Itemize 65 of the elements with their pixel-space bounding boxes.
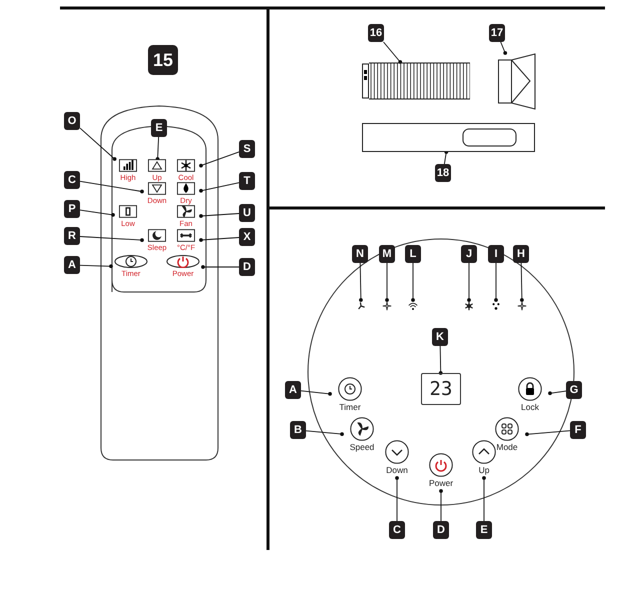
leader-line <box>80 210 115 217</box>
callout-letter: H <box>513 245 529 263</box>
leader-line <box>201 265 240 269</box>
callout-letter: T <box>239 172 255 190</box>
callout-number: 18 <box>435 164 451 182</box>
leader-line <box>467 262 471 302</box>
leader-line <box>156 136 160 161</box>
leader-line <box>80 264 113 268</box>
leader-line <box>199 237 240 242</box>
leader-line <box>525 430 570 436</box>
leader-line <box>439 489 443 522</box>
callout-letter: C <box>389 521 405 539</box>
callout-letter: A <box>64 256 80 274</box>
callout-letter: O <box>64 112 80 130</box>
leader-line <box>383 42 402 64</box>
button-label: Up <box>478 466 490 474</box>
callout-letter: K <box>432 328 448 346</box>
leader-line <box>548 390 566 396</box>
leader-line <box>80 180 144 194</box>
leader-line <box>80 128 116 161</box>
leader-line <box>482 476 486 522</box>
callout-letter: R <box>64 227 80 245</box>
temperature-display: 23 <box>421 373 461 405</box>
leader-line <box>520 262 524 302</box>
callout-letter: B <box>290 421 306 439</box>
callout-number: 17 <box>489 24 505 42</box>
callout-letter: M <box>379 245 395 263</box>
callout-letter: E <box>476 521 492 539</box>
leader-line <box>199 151 240 168</box>
leader-line <box>199 182 240 193</box>
leader-line <box>300 390 332 396</box>
leader-line <box>494 262 498 302</box>
leader-line <box>395 476 399 522</box>
leader-line <box>444 150 448 164</box>
callout-letter: D <box>239 258 255 276</box>
callout-letter: L <box>405 245 421 263</box>
callout-letter: F <box>570 421 586 439</box>
callout-letter: J <box>461 245 477 263</box>
button-label: Power <box>428 479 454 488</box>
leader-line <box>500 42 508 55</box>
callout-letter: C <box>64 171 80 189</box>
leader-line <box>199 213 240 218</box>
button-label: Lock <box>521 403 539 412</box>
figure-number: 15 <box>148 45 178 75</box>
button-label: Down <box>386 466 408 474</box>
callout-letter: U <box>239 204 255 222</box>
leader-line <box>306 430 344 436</box>
callout-letter: G <box>566 381 582 399</box>
leader-line <box>438 346 443 375</box>
callout-letter: D <box>433 521 449 539</box>
callout-letter: E <box>151 119 167 137</box>
button-label: Mode <box>496 443 518 452</box>
callout-letter: S <box>239 140 255 158</box>
leader-line <box>385 262 389 302</box>
callout-number: 16 <box>368 24 384 42</box>
leader-line <box>359 262 363 302</box>
leader-line <box>80 236 144 242</box>
callout-letter: X <box>239 228 255 246</box>
callout-letter: A <box>285 381 301 399</box>
leader-line <box>411 262 415 302</box>
button-label: Speed <box>350 443 374 452</box>
callout-letter: I <box>488 245 504 263</box>
callout-letter: P <box>64 200 80 218</box>
callout-letter: N <box>352 245 368 263</box>
button-label: Timer <box>339 403 361 412</box>
